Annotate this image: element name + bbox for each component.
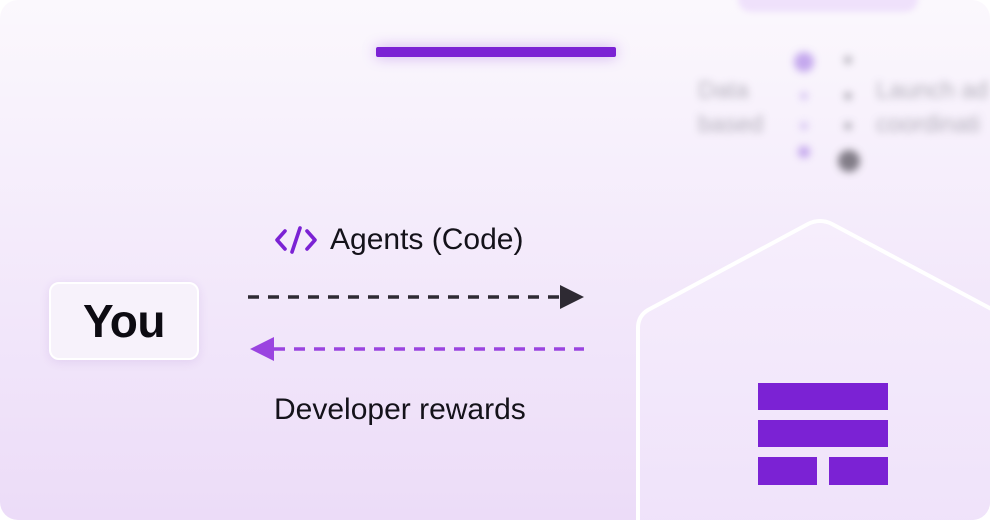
blurred-background-diagram: Data based Launch ad coordinati — [690, 36, 990, 196]
you-label: You — [83, 295, 165, 347]
blurred-dot — [844, 92, 852, 100]
agents-label-row: Agents (Code) — [274, 220, 523, 260]
rewards-arrow-left — [250, 337, 584, 361]
you-node: You — [49, 282, 199, 360]
blurred-dot — [838, 150, 860, 172]
stacked-bars-logo-icon — [758, 383, 888, 485]
blurred-left-text: Data based — [698, 77, 764, 138]
rewards-label: Developer rewards — [274, 393, 526, 426]
flow-arrows — [248, 285, 584, 361]
blurred-dot — [794, 52, 814, 72]
blurred-dot — [844, 122, 852, 130]
blurred-dot — [798, 146, 810, 158]
agents-arrow-right — [248, 285, 584, 309]
blurred-dot — [800, 92, 808, 100]
blurred-dot — [800, 122, 808, 130]
blurred-dot — [844, 56, 852, 64]
blurred-pill — [738, 0, 918, 12]
agents-label: Agents (Code) — [330, 223, 524, 256]
code-brackets-icon — [275, 226, 317, 254]
accent-bar — [376, 47, 616, 57]
blurred-right-text: Launch ad coordinati — [876, 77, 989, 138]
platform-node — [636, 219, 990, 520]
